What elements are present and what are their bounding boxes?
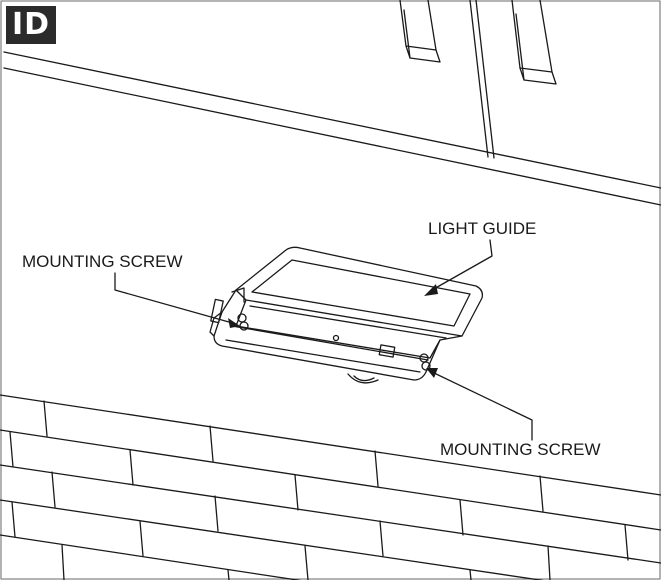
leader-line-screw-right [431,371,533,441]
arrowhead-screw-right [426,368,438,378]
cabinet-edge [3,0,661,206]
cabinet-handle-right [511,0,557,85]
leader-line-screw-left [114,272,237,325]
arrowhead-screw-left [228,318,240,328]
callout-mounting-screw-left: MOUNTING SCREW [22,252,183,271]
step-badge: ID [6,6,56,44]
light-fixture [209,246,484,384]
cabinet-handle-left [399,0,441,63]
callout-light-guide: LIGHT GUIDE [428,219,537,238]
callout-mounting-screw-right: MOUNTING SCREW [440,440,601,459]
arrowhead-light-guide [424,284,438,296]
brick-wall [0,394,661,580]
mounting-screw-right [419,353,431,371]
leader-line-light-guide [431,239,493,291]
